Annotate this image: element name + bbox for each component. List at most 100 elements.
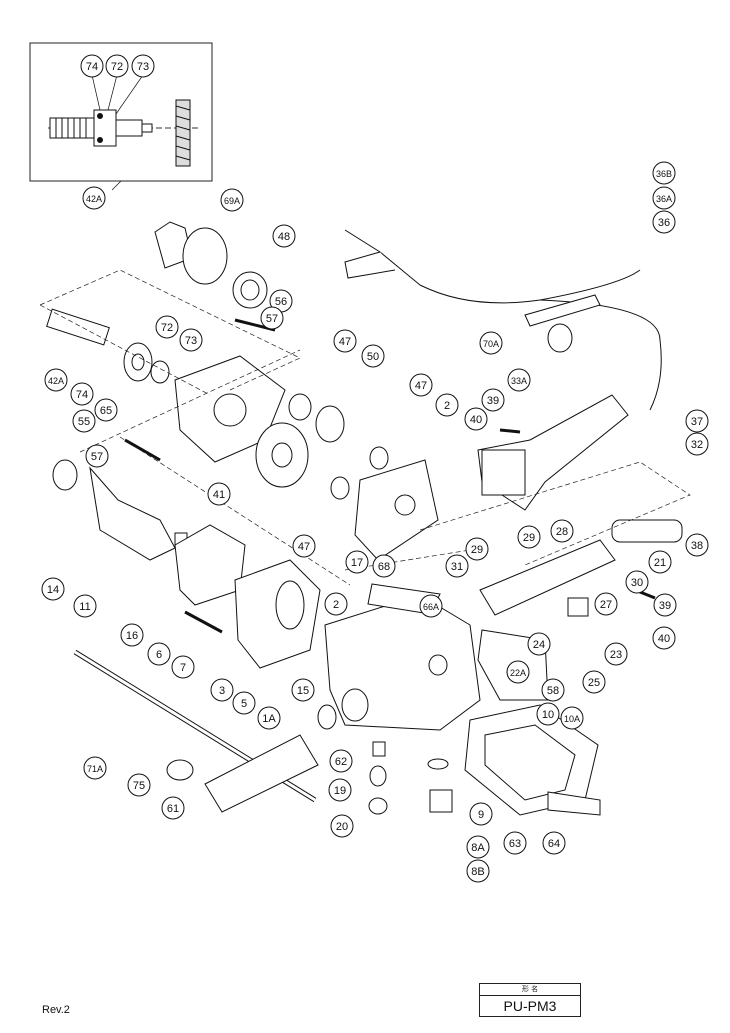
callout-label: 62 <box>335 756 347 768</box>
callout-47: 15 <box>291 678 315 702</box>
callout-label: 9 <box>478 809 484 821</box>
revision-label: Rev.2 <box>42 1004 70 1016</box>
callout-label: 25 <box>588 677 600 689</box>
callout-11: 14 <box>41 577 65 601</box>
callout-label: 39 <box>487 395 499 407</box>
callout-label: 39 <box>659 600 671 612</box>
callout-22: 36A <box>652 186 676 210</box>
callout-61: 8B <box>466 859 490 883</box>
callout-label: 57 <box>91 451 103 463</box>
callout-label: 27 <box>600 599 612 611</box>
inset-callout-0: 74 <box>80 54 104 78</box>
part-shapes <box>46 221 683 816</box>
callout-label: 68 <box>378 561 390 573</box>
callout-13: 41 <box>207 482 231 506</box>
callout-label: 57 <box>266 313 278 325</box>
callout-9: 65 <box>94 398 118 422</box>
callout-label: 1A <box>262 713 276 725</box>
callout-17: 2 <box>435 393 459 417</box>
callout-label: 58 <box>547 685 559 697</box>
callout-label: 47 <box>415 380 427 392</box>
callout-36: 27 <box>594 592 618 616</box>
callout-label: 55 <box>78 416 90 428</box>
callout-label: 41 <box>213 489 225 501</box>
callout-label: 17 <box>351 557 363 569</box>
callout-60: 8A <box>466 835 490 859</box>
callout-label: 8A <box>471 842 485 854</box>
callout-23: 36 <box>652 210 676 234</box>
callout-label: 37 <box>691 416 703 428</box>
callout-2: 56 <box>269 289 293 313</box>
callout-18: 39 <box>481 388 505 412</box>
callout-label: 72 <box>111 61 123 73</box>
callout-34: 31 <box>445 554 469 578</box>
callout-label: 24 <box>533 639 545 651</box>
callout-21: 36B <box>652 161 676 185</box>
callout-label: 66A <box>423 602 439 612</box>
callout-label: 73 <box>137 61 149 73</box>
callout-52: 25 <box>582 670 606 694</box>
callout-label: 21 <box>654 557 666 569</box>
callout-57: 19 <box>328 778 352 802</box>
callout-33: 29 <box>465 537 489 561</box>
callout-label: 22A <box>510 668 526 678</box>
callout-51: 23 <box>604 642 628 666</box>
callout-30: 38 <box>685 533 709 557</box>
callout-26: 32 <box>685 432 709 456</box>
callout-label: 61 <box>167 803 179 815</box>
callout-62: 63 <box>503 831 527 855</box>
callout-42: 2 <box>324 592 348 616</box>
callout-label: 10A <box>564 714 580 724</box>
callout-10: 57 <box>85 444 109 468</box>
callout-31: 29 <box>517 525 541 549</box>
callout-50: 22A <box>506 660 530 684</box>
callout-25: 37 <box>685 409 709 433</box>
callout-label: 19 <box>334 785 346 797</box>
callout-label: 8B <box>471 866 484 878</box>
callout-59: 9 <box>469 802 493 826</box>
callout-label: 71A <box>87 764 103 774</box>
callout-label: 74 <box>76 389 88 401</box>
callout-label: 31 <box>451 561 463 573</box>
callout-label: 74 <box>86 61 98 73</box>
callout-19: 40 <box>464 407 488 431</box>
callout-label: 40 <box>658 633 670 645</box>
callout-label: 63 <box>509 838 521 850</box>
callout-label: 36B <box>656 169 672 179</box>
callout-6: 42A <box>44 368 68 392</box>
callout-label: 56 <box>275 296 287 308</box>
callout-38: 40 <box>652 626 676 650</box>
callout-label: 2 <box>444 400 450 412</box>
callout-55: 10A <box>560 706 584 730</box>
callout-label: 29 <box>471 544 483 556</box>
callout-label: 38 <box>691 540 703 552</box>
callout-5: 73 <box>179 328 203 352</box>
callout-label: 14 <box>47 584 59 596</box>
callout-label: 6 <box>156 649 162 661</box>
callout-label: 16 <box>126 630 138 642</box>
callout-label: 42A <box>48 376 64 386</box>
callout-12: 11 <box>73 594 97 618</box>
callout-14: 47 <box>333 329 357 353</box>
callout-label: 70A <box>483 339 499 349</box>
callout-label: 42A <box>86 194 102 204</box>
callout-46: 5 <box>232 691 256 715</box>
callout-24: 70A <box>479 331 503 355</box>
callout-label: 20 <box>336 821 348 833</box>
callout-7: 74 <box>70 382 94 406</box>
callout-37: 39 <box>653 593 677 617</box>
callout-56: 62 <box>329 749 353 773</box>
callout-40: 68 <box>372 554 396 578</box>
callout-58: 20 <box>330 814 354 838</box>
callout-66: 61 <box>161 796 185 820</box>
callout-39: 16 <box>120 623 144 647</box>
model-header: 形 名 <box>480 984 580 996</box>
callout-16: 47 <box>409 373 433 397</box>
inset-id-callout-0: 42A <box>82 186 106 210</box>
callout-label: 47 <box>298 541 310 553</box>
callout-45: 3 <box>210 678 234 702</box>
callout-label: 72 <box>161 322 173 334</box>
callout-label: 69A <box>224 196 240 206</box>
callout-44: 7 <box>171 655 195 679</box>
